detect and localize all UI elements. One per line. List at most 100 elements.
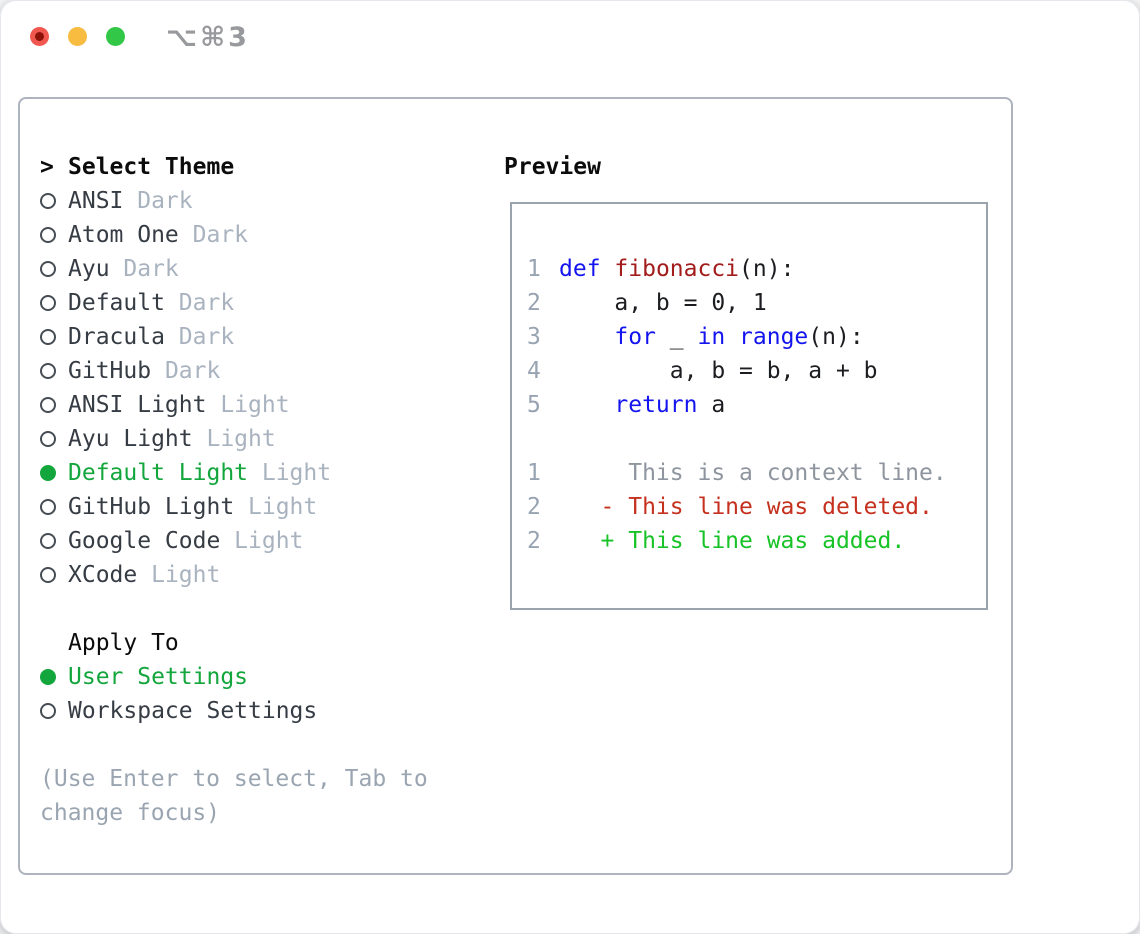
hint-line: (Use Enter to select, Tab to xyxy=(40,766,428,792)
radio-icon[interactable] xyxy=(40,431,56,447)
theme-name: Default Light xyxy=(68,460,249,486)
theme-name: ANSI Light xyxy=(68,392,207,418)
radio-icon[interactable] xyxy=(40,227,56,243)
line-number: 3 xyxy=(527,324,541,350)
theme-variant-tag: Light xyxy=(248,494,318,520)
theme-name: Google Code xyxy=(68,528,221,554)
theme-option[interactable]: Ayu Light Light xyxy=(40,422,428,456)
theme-list: ANSI Dark Atom One Dark Ayu Dark Default… xyxy=(40,184,428,592)
theme-option[interactable]: Default Light Light xyxy=(40,456,428,490)
focus-caret-icon: > xyxy=(40,154,54,180)
theme-option[interactable]: XCode Light xyxy=(40,558,428,592)
marker-gutter xyxy=(40,626,68,660)
radio-icon[interactable] xyxy=(40,397,56,413)
theme-name: XCode xyxy=(68,562,138,588)
code-line: 3 for _ in range(n): xyxy=(512,320,986,354)
radio-icon[interactable] xyxy=(40,363,56,379)
close-button-icon[interactable] xyxy=(30,27,49,46)
radio-icon[interactable] xyxy=(40,329,56,345)
theme-option[interactable]: ANSI Light Light xyxy=(40,388,428,422)
radio-icon[interactable] xyxy=(40,465,56,481)
code-line: 2 a, b = 0, 1 xyxy=(512,286,986,320)
left-column: > Select Theme ANSI Dark Atom One Dark A… xyxy=(40,150,428,830)
marker-gutter xyxy=(40,490,68,524)
theme-option[interactable]: ANSI Dark xyxy=(40,184,428,218)
marker-gutter xyxy=(40,184,68,218)
hint-text: (Use Enter to select, Tab to change focus… xyxy=(40,762,428,830)
apply-to-option[interactable]: User Settings xyxy=(40,660,428,694)
theme-name: Ayu xyxy=(68,256,110,282)
theme-option[interactable]: GitHub Light Light xyxy=(40,490,428,524)
theme-name: GitHub xyxy=(68,358,152,384)
theme-option[interactable]: Atom One Dark xyxy=(40,218,428,252)
marker-gutter xyxy=(40,422,68,456)
radio-icon[interactable] xyxy=(40,567,56,583)
radio-icon[interactable] xyxy=(40,669,56,685)
hint-line: change focus) xyxy=(40,800,221,826)
apply-to-label: User Settings xyxy=(68,664,249,690)
marker-gutter xyxy=(40,354,68,388)
theme-name: Ayu Light xyxy=(68,426,193,452)
radio-icon[interactable] xyxy=(40,703,56,719)
theme-option[interactable]: Ayu Dark xyxy=(40,252,428,286)
theme-variant-tag: Dark xyxy=(178,290,235,316)
theme-variant-tag: Dark xyxy=(178,324,235,350)
marker-gutter xyxy=(40,524,68,558)
title-bar: ⌥⌘3 xyxy=(0,0,1140,75)
theme-name: ANSI xyxy=(68,188,124,214)
apply-to-heading-row: Apply To xyxy=(40,626,428,660)
theme-variant-tag: Light xyxy=(206,426,276,452)
theme-variant-tag: Dark xyxy=(123,256,179,282)
line-number: 1 xyxy=(527,460,541,486)
theme-variant-tag: Light xyxy=(220,392,290,418)
apply-to-list: User Settings Workspace Settings xyxy=(40,660,428,728)
theme-name: GitHub Light xyxy=(68,494,235,520)
radio-icon[interactable] xyxy=(40,193,56,209)
diff-line-deleted: 2 - This line was deleted. xyxy=(512,490,986,524)
radio-icon[interactable] xyxy=(40,499,56,515)
blank-line xyxy=(512,422,986,456)
zoom-button-icon[interactable] xyxy=(106,27,125,46)
diff-line-context: 1 This is a context line. xyxy=(512,456,986,490)
code-line: 5 return a xyxy=(512,388,986,422)
theme-name: Default xyxy=(68,290,165,316)
theme-option[interactable]: GitHub Dark xyxy=(40,354,428,388)
theme-name: Atom One xyxy=(68,222,179,248)
minimize-button-icon[interactable] xyxy=(68,27,87,46)
apply-to-label: Workspace Settings xyxy=(68,698,318,724)
code-line: 4 a, b = b, a + b xyxy=(512,354,986,388)
marker-gutter xyxy=(40,252,68,286)
line-number: 2 xyxy=(527,290,541,316)
marker-gutter xyxy=(40,660,68,694)
theme-variant-tag: Dark xyxy=(164,358,221,384)
preview-heading: Preview xyxy=(504,154,601,180)
marker-gutter xyxy=(40,286,68,320)
theme-variant-tag: Dark xyxy=(137,188,193,214)
marker-gutter xyxy=(40,558,68,592)
apply-to-option[interactable]: Workspace Settings xyxy=(40,694,428,728)
marker-gutter xyxy=(40,218,68,252)
line-number: 1 xyxy=(527,256,541,282)
theme-option[interactable]: Default Dark xyxy=(40,286,428,320)
theme-variant-tag: Light xyxy=(261,460,332,486)
theme-option[interactable]: Google Code Light xyxy=(40,524,428,558)
radio-icon[interactable] xyxy=(40,295,56,311)
theme-variant-tag: Light xyxy=(151,562,221,588)
marker-gutter xyxy=(40,388,68,422)
diff-preview: 1 This is a context line.2 - This line w… xyxy=(512,456,986,558)
theme-variant-tag: Dark xyxy=(192,222,249,248)
theme-name: Dracula xyxy=(68,324,165,350)
radio-icon[interactable] xyxy=(40,261,56,277)
theme-list-heading: Select Theme xyxy=(68,154,235,180)
radio-icon[interactable] xyxy=(40,533,56,549)
diff-line-added: 2 + This line was added. xyxy=(512,524,986,558)
theme-variant-tag: Light xyxy=(234,528,304,554)
marker-gutter xyxy=(40,320,68,354)
theme-option[interactable]: Dracula Dark xyxy=(40,320,428,354)
line-number: 4 xyxy=(527,358,541,384)
line-number: 2 xyxy=(527,528,541,554)
